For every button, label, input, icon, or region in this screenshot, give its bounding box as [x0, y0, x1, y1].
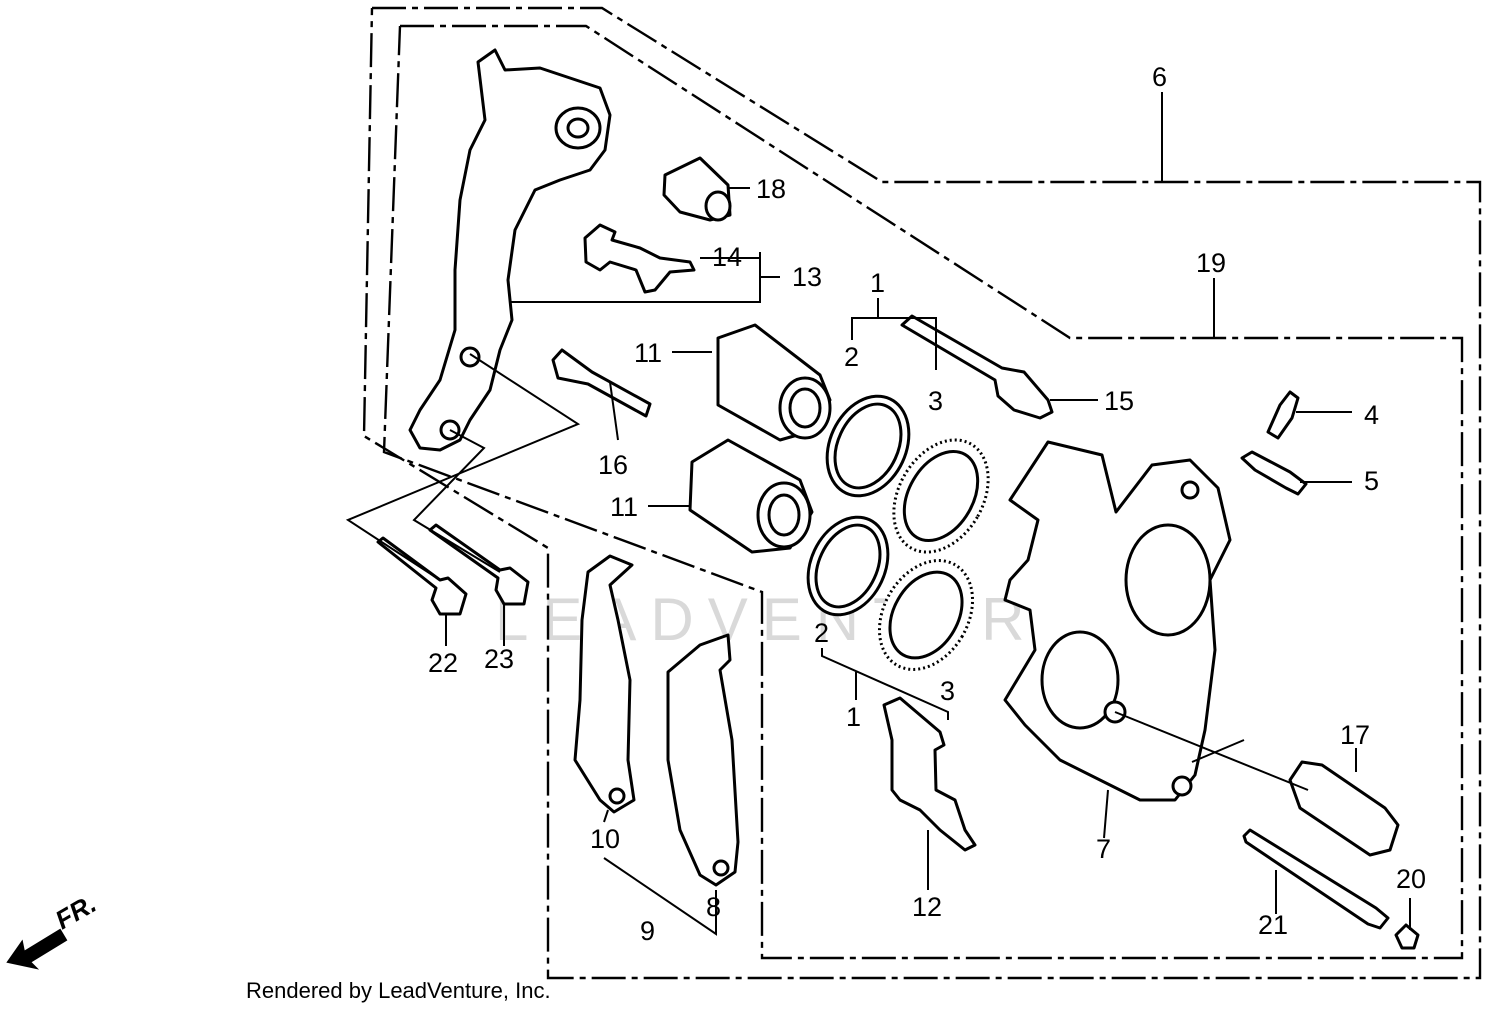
- callout-11-lower: 11: [610, 492, 638, 522]
- callout-4: 4: [1364, 400, 1379, 430]
- callout-10: 10: [590, 824, 620, 854]
- credit-text: Rendered by LeadVenture, Inc.: [246, 978, 551, 1003]
- callout-23: 23: [484, 644, 514, 674]
- piston-seal-lower: [806, 515, 890, 617]
- pin-bolt: [900, 314, 1054, 420]
- callout-19: 19: [1196, 248, 1226, 278]
- callout-11-upper: 11: [634, 338, 662, 368]
- slide-pin-17: [1288, 760, 1400, 857]
- bleed-valve: [1266, 390, 1300, 440]
- pad-spring-part: [583, 223, 696, 294]
- front-direction-arrow: FR.: [6, 888, 101, 970]
- callout-18: 18: [756, 174, 786, 204]
- bolt-22: [376, 536, 468, 616]
- callout-22: 22: [428, 648, 458, 678]
- group-boundaries: [362, 6, 1482, 980]
- callout-1-upper: 1: [870, 268, 885, 298]
- callout-21: 21: [1258, 910, 1288, 940]
- callout-7: 7: [1096, 834, 1111, 864]
- callout-3-lower: 3: [940, 676, 955, 706]
- caliper-bracket: [408, 48, 612, 452]
- pin-21: [1242, 828, 1390, 930]
- callout-1-lower: 1: [846, 702, 861, 732]
- piston-seal-upper: [825, 394, 911, 498]
- callout-14: 14: [712, 242, 742, 272]
- bleed-cap: [1240, 450, 1308, 496]
- callout-8: 8: [706, 892, 721, 922]
- callout-5: 5: [1364, 466, 1379, 496]
- boot-part: [662, 156, 732, 222]
- pad-spring-12: [882, 696, 977, 852]
- callout-20: 20: [1396, 864, 1426, 894]
- brake-pad-10: [573, 554, 636, 814]
- callout-16: 16: [598, 450, 628, 480]
- callout-13: 13: [792, 262, 822, 292]
- callout-12: 12: [912, 892, 942, 922]
- callout-3-upper: 3: [928, 386, 943, 416]
- caliper-body: [1003, 440, 1232, 802]
- callout-17: 17: [1340, 720, 1370, 750]
- callout-15: 15: [1104, 386, 1134, 416]
- sleeve-upper: [716, 323, 832, 442]
- sleeve-lower: [688, 438, 814, 554]
- callout-6: 6: [1152, 62, 1167, 92]
- dust-seal-lower: [877, 559, 975, 671]
- pin-bolt-small: [551, 348, 652, 418]
- callout-2-upper: 2: [844, 342, 859, 372]
- leader-lines: [345, 92, 1411, 936]
- callouts: 6 19 18 14 13 1 11 2 15 3 4 16 5 11 2 22…: [428, 62, 1426, 946]
- dust-seal-upper: [892, 438, 990, 554]
- callout-9: 9: [640, 916, 655, 946]
- arrow-icon: [6, 928, 68, 970]
- front-label: FR.: [50, 888, 101, 935]
- callout-2-lower: 2: [814, 618, 829, 648]
- clip-20: [1394, 923, 1420, 950]
- brake-pad-8: [666, 633, 740, 887]
